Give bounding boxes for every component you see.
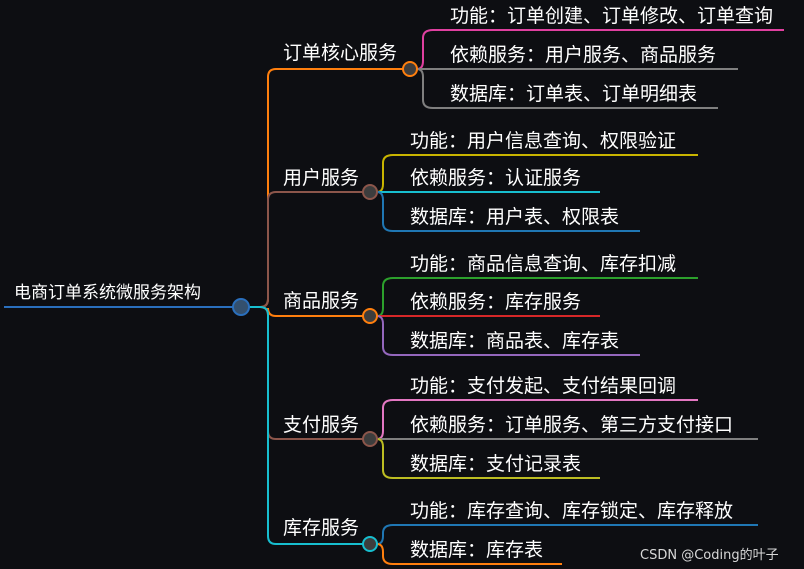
branch-connector xyxy=(241,306,363,545)
leaf-label: 数据库：订单表、订单明细表 xyxy=(450,83,698,105)
leaf-label: 数据库：支付记录表 xyxy=(410,453,582,475)
leaf-label: 数据库：商品表、库存表 xyxy=(410,330,620,352)
leaf-label: 依赖服务：用户服务、商品服务 xyxy=(450,44,717,66)
branch-label: 用户服务 xyxy=(283,167,360,189)
branch-node[interactable] xyxy=(402,61,418,77)
branch-node[interactable] xyxy=(362,308,378,324)
root-topic: 电商订单系统微服务架构 xyxy=(14,283,201,303)
branch-label: 订单核心服务 xyxy=(283,42,398,64)
leaf-label: 功能：商品信息查询、库存扣减 xyxy=(410,253,677,275)
leaf-label: 功能：订单创建、订单修改、订单查询 xyxy=(450,5,774,27)
leaf-label: 依赖服务：认证服务 xyxy=(410,167,582,189)
branch-label: 库存服务 xyxy=(283,517,360,539)
leaf-connector xyxy=(376,315,640,356)
leaf-connector xyxy=(376,438,600,479)
leaf-connector xyxy=(376,191,640,232)
branch-node[interactable] xyxy=(362,184,378,200)
leaf-connector xyxy=(376,524,758,545)
leaf-label: 依赖服务：库存服务 xyxy=(410,291,582,313)
root-node[interactable] xyxy=(232,298,250,316)
branch-node[interactable] xyxy=(362,431,378,447)
leaf-label: 功能：库存查询、库存锁定、库存释放 xyxy=(410,500,734,522)
leaf-connector xyxy=(376,543,562,565)
branch-label: 商品服务 xyxy=(283,290,360,312)
leaf-label: 数据库：用户表、权限表 xyxy=(410,206,620,228)
leaf-label: 功能：支付发起、支付结果回调 xyxy=(410,375,677,397)
leaf-label: 依赖服务：订单服务、第三方支付接口 xyxy=(410,414,734,436)
branch-node[interactable] xyxy=(362,536,378,552)
leaf-label: 数据库：库存表 xyxy=(410,539,544,561)
watermark: CSDN @Coding的叶子 xyxy=(640,548,779,563)
leaf-label: 功能：用户信息查询、权限验证 xyxy=(410,130,677,152)
leaf-connector xyxy=(416,68,718,109)
branch-label: 支付服务 xyxy=(283,414,360,436)
